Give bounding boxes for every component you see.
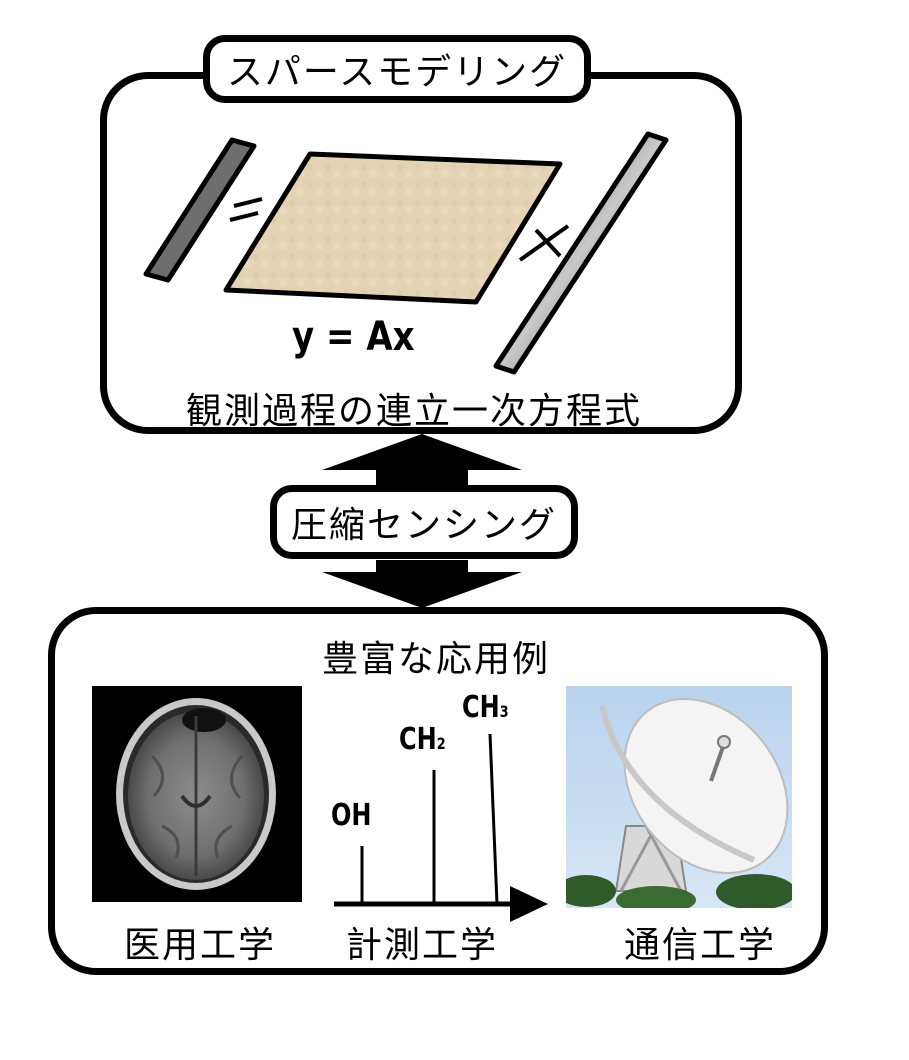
equals-sign-top (233, 197, 263, 208)
vector-x (493, 131, 669, 375)
times-sign-b (518, 224, 570, 262)
peak-label-ch3: CH3 (462, 690, 509, 725)
equation-label: y = Ax (292, 314, 415, 360)
brain-mri-image (92, 686, 302, 902)
sparse-modeling-title-text: スパースモデリング (226, 52, 568, 93)
communication-engineering-label: 通信工学 (624, 925, 777, 966)
peak-label-oh: OH (331, 798, 372, 833)
equation-caption: 観測過程の連立一次方程式 (186, 391, 643, 432)
compressed-sensing-label: 圧縮センシング (270, 485, 578, 559)
sparse-modeling-title: スパースモデリング (203, 35, 591, 103)
peak-label-ch2: CH2 (399, 722, 446, 757)
applications-title: 豊富な応用例 (322, 639, 551, 680)
radio-telescope-image (566, 686, 792, 908)
matrix-a (223, 151, 563, 305)
medical-engineering-label: 医用工学 (124, 925, 277, 966)
equals-sign-bottom (229, 211, 259, 222)
vector-y (143, 137, 257, 283)
times-sign-a (534, 228, 562, 258)
peak-line-ch3 (488, 733, 499, 905)
spectrum-axis-arrowhead (510, 886, 548, 922)
compressed-sensing-text: 圧縮センシング (290, 505, 557, 546)
measurement-engineering-label: 計測工学 (346, 925, 499, 966)
